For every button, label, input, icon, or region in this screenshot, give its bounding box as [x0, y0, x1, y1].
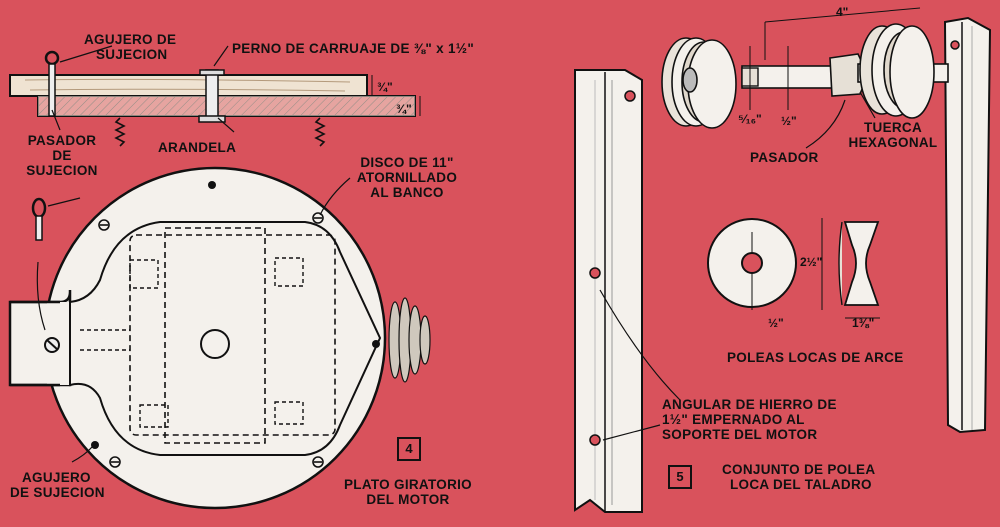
dim-pulley-width: 1⅜" [852, 316, 875, 330]
label-perno: PERNO DE CARRUAJE DE ⅜" x 1½" [232, 41, 475, 56]
label-pasador-axle: PASADOR [750, 150, 819, 165]
label-agujero-top-line1: AGUJERO DE [84, 32, 177, 47]
label-arandela: ARANDELA [158, 140, 237, 155]
label-pasador-line1: PASADOR [27, 133, 97, 148]
label-agujero-top: AGUJERO DE SUJECION [84, 32, 176, 62]
dim-pulley-diameter: 2½" [800, 255, 823, 269]
figure-4-caption-line1: PLATO GIRATORIO [343, 477, 472, 492]
label-poleas: POLEAS LOCAS DE ARCE [727, 350, 904, 365]
dim-d1: ⁵⁄₁₆" [738, 112, 762, 126]
figure-4-caption-line2: DEL MOTOR [366, 492, 450, 507]
pulley-assembly [661, 7, 949, 149]
label-angular-line2: 1½" EMPERNADO AL [662, 412, 805, 427]
figure-4-caption: PLATO GIRATORIO DEL MOTOR [338, 477, 478, 507]
label-tuerca-line1: TUERCA [863, 120, 923, 135]
label-disco: DISCO DE 11" ATORNILLADO AL BANCO [352, 155, 462, 200]
figure-5-caption: CONJUNTO DE POLEA LOCA DEL TALADRO [722, 462, 875, 492]
board-section [9, 45, 421, 147]
angle-iron-right [943, 16, 992, 434]
label-disco-line2: ATORNILLADO [356, 170, 458, 185]
label-pasador-sujecion: PASADOR DE SUJECION [12, 133, 112, 178]
label-tuerca-line2: HEXAGONAL [848, 135, 938, 150]
label-disco-line1: DISCO DE 11" [360, 155, 454, 170]
figure-5-caption-line2: LOCA DEL TALADRO [730, 477, 872, 492]
label-angular: ANGULAR DE HIERRO DE 1½" EMPERNADO AL SO… [662, 397, 837, 442]
angle-iron-left [574, 69, 643, 513]
dim-length: 4" [836, 5, 849, 19]
label-disco-line3: AL BANCO [370, 185, 444, 200]
dim-hole-diameter: ½" [768, 316, 784, 330]
loose-pin [31, 197, 81, 241]
label-agujero-bottom-line2: DE SUJECION [10, 485, 105, 500]
label-pasador-line3: SUJECION [26, 163, 98, 178]
label-pasador-line2: DE [52, 148, 72, 163]
motor-plate [8, 166, 431, 510]
dim-top-thickness: ¾" [377, 80, 393, 94]
label-agujero-bottom: AGUJERO DE SUJECION [10, 470, 105, 500]
label-agujero-bottom-line1: AGUJERO [22, 470, 91, 485]
label-agujero-top-line2: SUJECION [96, 47, 168, 62]
figure-5-number: 5 [668, 465, 692, 489]
figure-5-caption-line1: CONJUNTO DE POLEA [722, 462, 876, 477]
maple-pulley-detail [707, 218, 880, 319]
dim-d2: ½" [781, 114, 797, 128]
label-angular-line3: SOPORTE DEL MOTOR [662, 427, 818, 442]
label-tuerca: TUERCA HEXAGONAL [838, 120, 948, 150]
figure-4-number: 4 [397, 437, 421, 461]
label-angular-line1: ANGULAR DE HIERRO DE [662, 397, 837, 412]
dim-bottom-thickness: ¾" [396, 102, 412, 116]
